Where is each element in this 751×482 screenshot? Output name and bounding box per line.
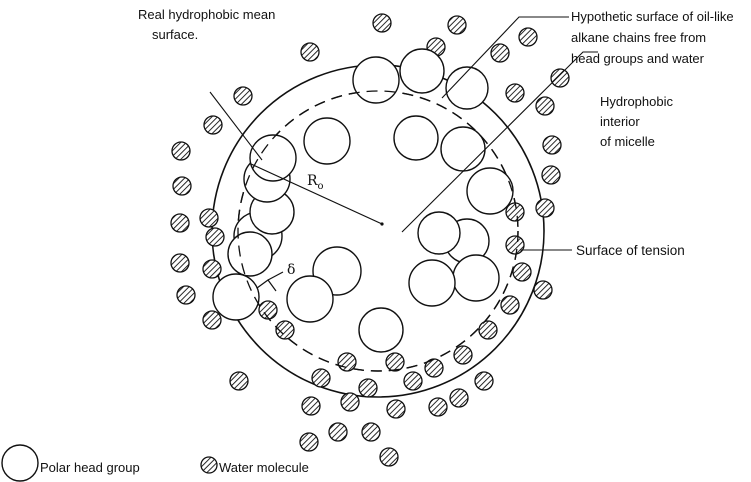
- polar-head-group: [418, 212, 460, 254]
- water-molecule: [234, 87, 252, 105]
- water-molecule: [300, 433, 318, 451]
- water-molecule: [386, 353, 404, 371]
- water-molecule: [171, 254, 189, 272]
- water-molecule: [259, 301, 277, 319]
- legend-water-icon: [201, 457, 217, 473]
- water-molecule: [450, 389, 468, 407]
- polar-head-group: [213, 274, 259, 320]
- label-surface-of-tension: Surface of tension: [576, 243, 685, 258]
- label-hypothetic-surface: Hypothetic surface of oil-like alkane ch…: [571, 9, 737, 66]
- label-real-surface: Real hydrophobic mean surface.: [138, 7, 279, 42]
- delta-label: δ: [287, 262, 295, 278]
- polar-head-group: [400, 49, 444, 93]
- water-molecule: [387, 400, 405, 418]
- micelle-center: [380, 222, 383, 225]
- water-molecule: [429, 398, 447, 416]
- water-molecule: [501, 296, 519, 314]
- water-molecule: [404, 372, 422, 390]
- water-molecule: [475, 372, 493, 390]
- radius-label: Ro: [307, 173, 324, 192]
- water-molecule: [536, 97, 554, 115]
- polar-head-group: [446, 67, 488, 109]
- water-molecule: [542, 166, 560, 184]
- water-molecule: [506, 236, 524, 254]
- polar-head-group: [467, 168, 513, 214]
- label-hydrophobic-interior: Hydrophobic interior of micelle: [600, 94, 677, 149]
- water-molecule: [362, 423, 380, 441]
- water-molecule: [203, 311, 221, 329]
- legend-polar-head-label: Polar head group: [40, 460, 140, 475]
- water-molecule: [448, 16, 466, 34]
- water-molecule: [454, 346, 472, 364]
- polar-head-group: [409, 260, 455, 306]
- water-molecule: [519, 28, 537, 46]
- polar-head-group: [394, 116, 438, 160]
- water-molecule: [173, 177, 191, 195]
- water-molecule: [177, 286, 195, 304]
- water-molecule: [302, 397, 320, 415]
- water-molecule: [551, 69, 569, 87]
- polar-head-group: [353, 57, 399, 103]
- water-molecule: [172, 142, 190, 160]
- water-molecule: [506, 203, 524, 221]
- legend: Polar head group Water molecule: [2, 445, 309, 481]
- water-molecule: [204, 116, 222, 134]
- water-molecule: [513, 263, 531, 281]
- water-molecule: [534, 281, 552, 299]
- polar-head-group: [228, 232, 272, 276]
- water-molecule: [543, 136, 561, 154]
- water-molecule: [373, 14, 391, 32]
- polar-head-group: [287, 276, 333, 322]
- polar-head-group: [359, 308, 403, 352]
- legend-water-label: Water molecule: [219, 460, 309, 475]
- polar-head-group: [441, 127, 485, 171]
- water-molecule: [200, 209, 218, 227]
- water-molecule: [206, 228, 224, 246]
- legend-polar-head-icon: [2, 445, 38, 481]
- water-molecule: [312, 369, 330, 387]
- water-molecule: [491, 44, 509, 62]
- water-molecule: [329, 423, 347, 441]
- delta-bracket: [257, 272, 283, 291]
- water-molecule: [301, 43, 319, 61]
- water-molecule: [380, 448, 398, 466]
- water-molecule: [171, 214, 189, 232]
- water-molecule: [506, 84, 524, 102]
- water-molecule: [203, 260, 221, 278]
- water-molecule: [341, 393, 359, 411]
- polar-head-group: [304, 118, 350, 164]
- polar-head-groups: [213, 49, 518, 371]
- water-molecule: [359, 379, 377, 397]
- water-molecule: [536, 199, 554, 217]
- water-molecule: [479, 321, 497, 339]
- polar-head-group: [453, 255, 499, 301]
- water-molecule: [230, 372, 248, 390]
